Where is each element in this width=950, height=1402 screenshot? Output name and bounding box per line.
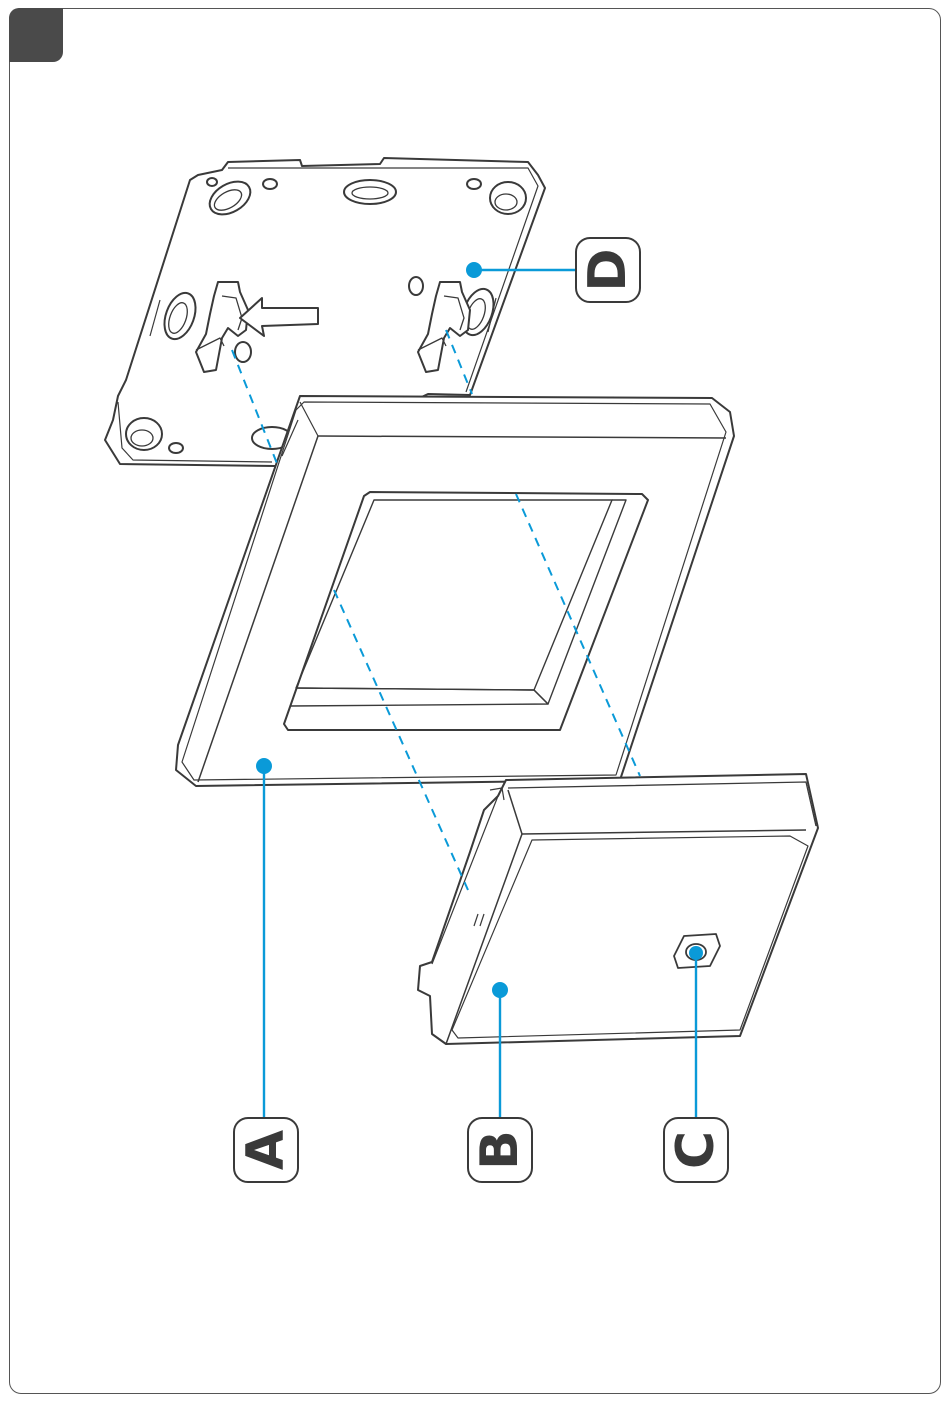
label-a: A	[234, 1118, 298, 1182]
device	[418, 774, 818, 1044]
svg-text:D: D	[578, 248, 638, 291]
label-d: D	[576, 238, 640, 302]
svg-text:B: B	[470, 1130, 530, 1170]
label-c: C	[664, 1118, 728, 1182]
svg-text:A: A	[236, 1130, 296, 1170]
svg-text:C: C	[666, 1131, 726, 1169]
label-b: B	[468, 1118, 532, 1182]
